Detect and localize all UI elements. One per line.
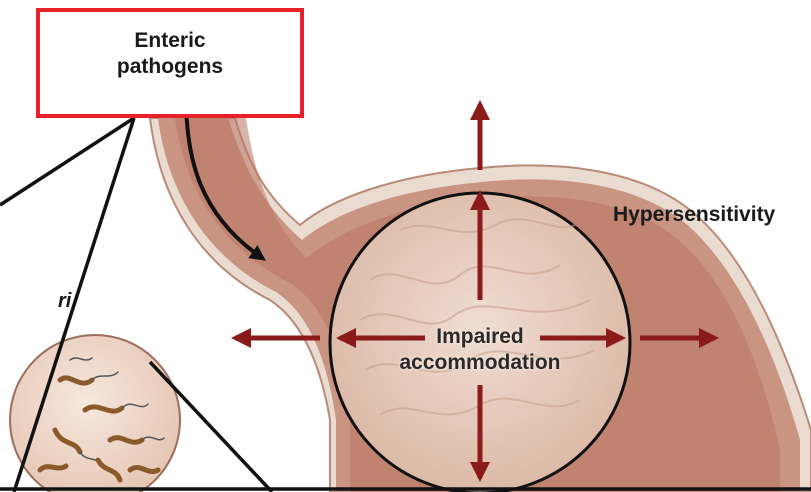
hypersensitivity-label: Hypersensitivity xyxy=(613,203,775,227)
pylori-label-fragment: ri xyxy=(58,290,71,313)
pathogen-label: Enteric pathogens xyxy=(36,28,304,80)
magnified-bubble xyxy=(10,335,180,492)
impaired-accommodation-label: Impaired accommodation xyxy=(360,324,600,376)
